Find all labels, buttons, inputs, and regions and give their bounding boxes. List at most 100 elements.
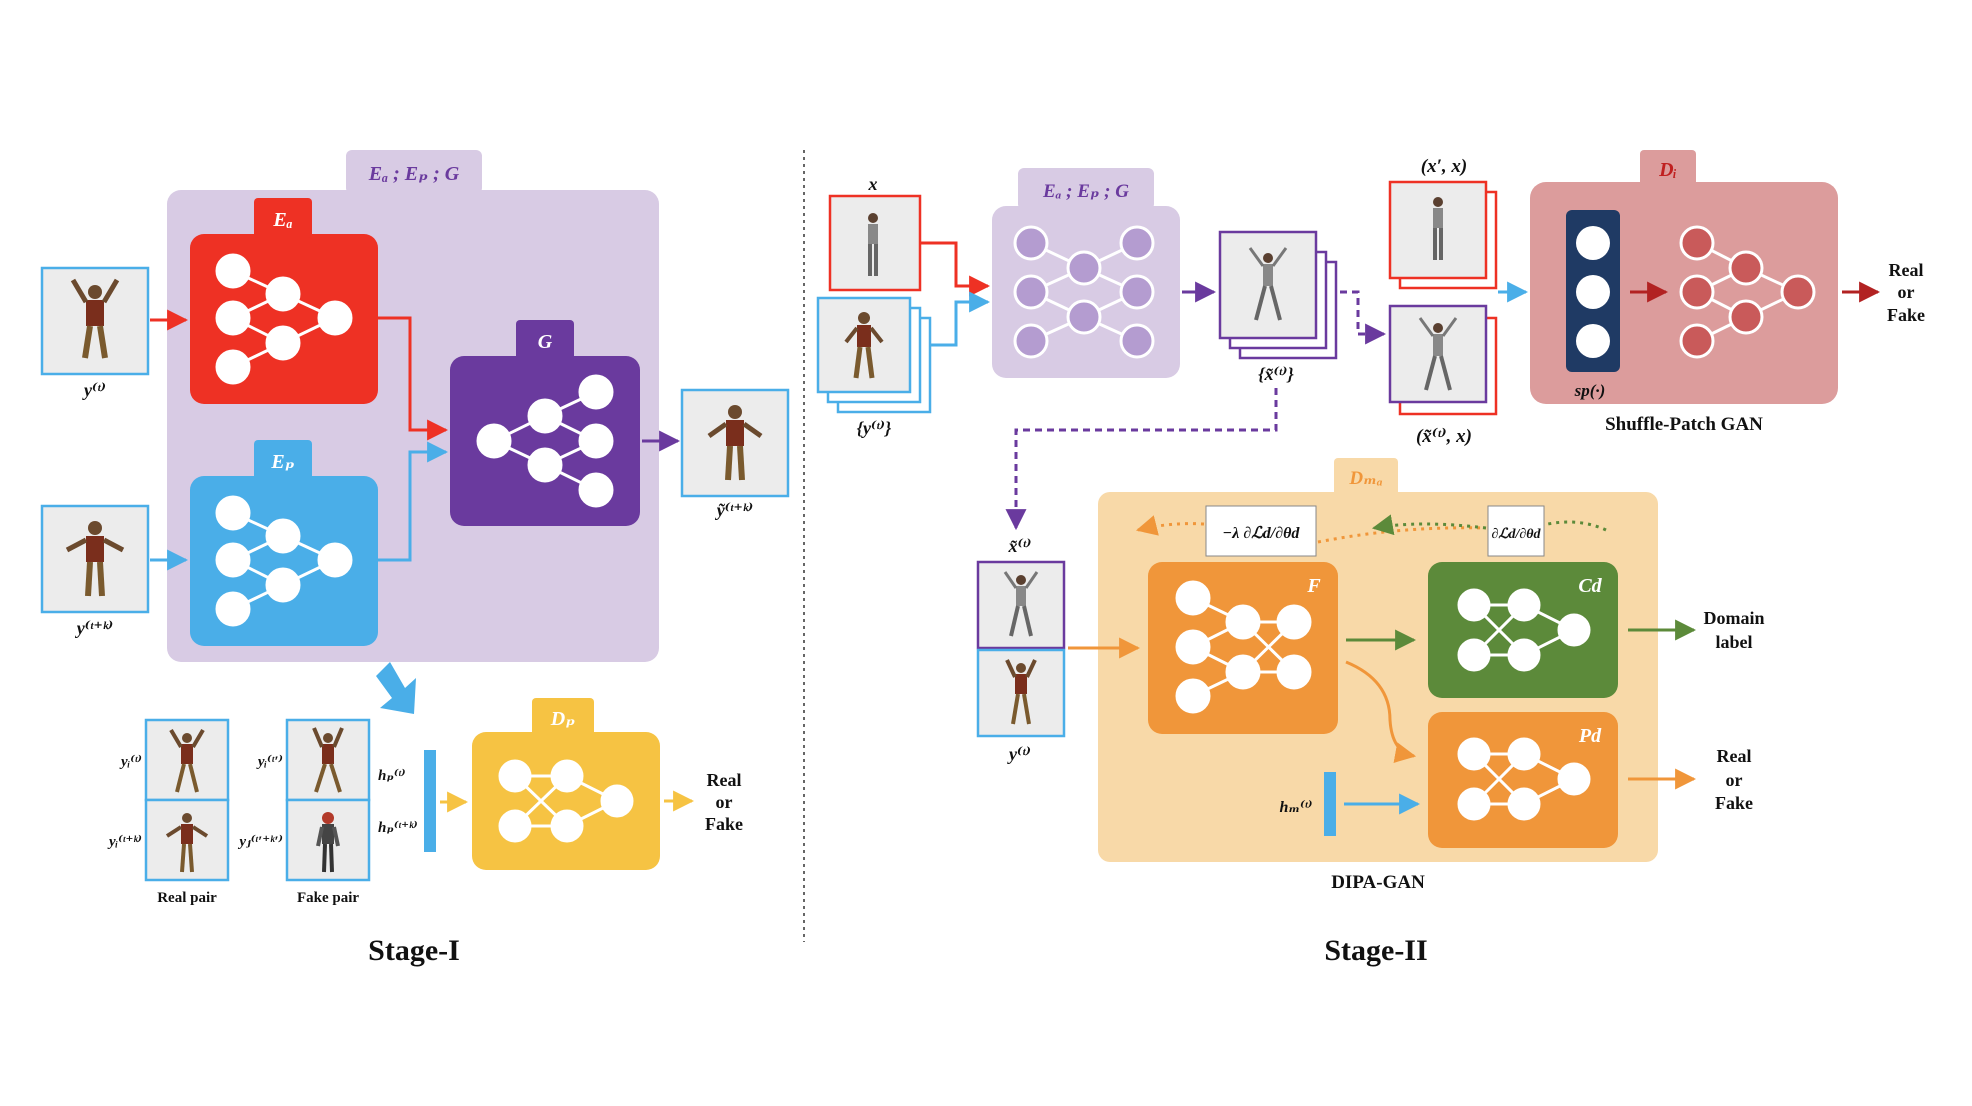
di-out-real: Real — [1889, 260, 1924, 280]
input-bottom-label: y⁽ᵗ⁺ᵏ⁾ — [75, 618, 114, 638]
grad-left-label: −λ ∂ℒd/∂θd — [1223, 525, 1301, 542]
grad-right-box — [1487, 505, 1545, 557]
f-label: F — [1306, 575, 1321, 597]
pd-out-real: Real — [1717, 746, 1752, 766]
arrow-grad-left-dotted — [1135, 515, 1205, 536]
stage1-group: Eₐ ; Eₚ ; G y⁽ᵗ⁾ y⁽ᵗ⁺ᵏ⁾ Eₐ — [40, 150, 790, 967]
ys-label: {y⁽ᵗ⁾} — [857, 418, 892, 438]
person-figure-icon — [868, 213, 878, 276]
di-tab — [1640, 150, 1696, 186]
person-figure-icon — [165, 813, 209, 873]
stage2-eeg-label: Eₐ ; Eₚ ; G — [1042, 181, 1129, 202]
yt-label: y⁽ᵗ⁾ — [1007, 744, 1031, 764]
discriminator-p-network-icon — [498, 759, 634, 843]
hp-feature-bar — [424, 750, 436, 852]
pd-out-fake: Fake — [1715, 793, 1753, 813]
encoder-p-label: Eₚ — [270, 451, 294, 473]
person-figure-icon — [707, 405, 763, 481]
dp-out-or: or — [716, 792, 733, 812]
stage1-eeg-label: Eₐ ; Eₚ ; G — [368, 163, 460, 185]
xs-label: {x̃⁽ᵗ⁾} — [1258, 364, 1294, 384]
real-pair-caption: Real pair — [157, 890, 217, 906]
arrow-f-to-pd — [1345, 660, 1417, 763]
sp-node — [1576, 226, 1610, 260]
person-figure-icon — [1418, 317, 1458, 391]
person-figure-icon — [1433, 197, 1443, 260]
stage2-group: x {y⁽ᵗ⁾} Eₐ ; Eₚ ; G — [816, 150, 1925, 967]
dma-label: Dₘₐ — [1348, 468, 1383, 489]
person-figure-icon — [65, 521, 125, 597]
pair-top-front — [1388, 180, 1488, 280]
fake-pair-bottom-label: yⱼ⁽ᵗ′⁺ᵏ′⁾ — [237, 834, 283, 850]
pd-label: Pd — [1578, 725, 1602, 747]
person-figure-icon — [1005, 659, 1037, 725]
hp-bottom-label: hₚ⁽ᵗ⁺ᵏ⁾ — [378, 820, 418, 836]
discriminator-p-tab — [532, 698, 594, 736]
person-figure-icon — [312, 727, 344, 793]
pair-bottom-label: (x̃⁽ᵗ⁾, x) — [1416, 426, 1472, 447]
di-out-or: or — [1898, 282, 1915, 302]
dipa-caption: DIPA-GAN — [1331, 872, 1425, 893]
real-pair-top-label: yᵢ⁽ᵗ⁾ — [119, 754, 142, 770]
arrow-ys-to-generator — [930, 291, 991, 347]
big-down-arrow-icon — [376, 662, 416, 714]
arrow-ep-to-g — [378, 441, 449, 562]
xt-label: x̃⁽ᵗ⁾ — [1007, 536, 1031, 556]
di-label: Dᵢ — [1658, 159, 1677, 181]
person-figure-icon — [169, 728, 205, 793]
arrow-ea-to-g — [378, 316, 449, 441]
grad-right-label: ∂ℒd/∂θd — [1491, 527, 1541, 542]
person-figure-icon — [70, 278, 120, 359]
arrow-xs-to-dipa-dashed — [1005, 388, 1278, 531]
person-figure-icon — [844, 312, 884, 379]
pd-network-icon — [1457, 737, 1591, 821]
grad-left-box — [1205, 505, 1317, 557]
fake-pair-bottom-frame — [285, 798, 371, 882]
f-network-icon — [1175, 580, 1312, 714]
generator-label: G — [538, 331, 553, 353]
sp-label: sp(·) — [1574, 381, 1606, 400]
cd-network-icon — [1457, 588, 1591, 672]
encoder-p-network-icon — [215, 495, 353, 627]
input-top-label: y⁽ᵗ⁾ — [82, 380, 106, 400]
encoder-a-tab — [254, 198, 312, 238]
dp-out-real: Real — [707, 770, 742, 790]
di-out-fake: Fake — [1887, 305, 1925, 325]
encoder-p-tab — [254, 440, 312, 480]
encoder-a-network-icon — [215, 253, 353, 385]
hp-top-label: hₚ⁽ᵗ⁾ — [378, 768, 406, 784]
pair-top-label: (x′, x) — [1421, 156, 1468, 177]
stage2-eeg-tab — [1018, 168, 1154, 210]
di-network-icon — [1679, 225, 1816, 359]
x-label: x — [868, 174, 878, 194]
shuffle-caption: Shuffle-Patch GAN — [1605, 414, 1763, 435]
real-pair-bottom-label: yᵢ⁽ᵗ⁺ᵏ⁾ — [107, 834, 142, 850]
sp-node — [1576, 324, 1610, 358]
domain-label-1: Domain — [1703, 608, 1764, 628]
fake-pair-top-label: yᵢ⁽ᵗ′⁾ — [256, 754, 283, 770]
generator-network-icon — [476, 374, 614, 508]
output-label: ỹ⁽ᵗ⁺ᵏ⁾ — [715, 500, 754, 520]
stage2-eeg-network-icon — [1013, 225, 1155, 359]
domain-label-2: label — [1715, 632, 1752, 652]
stage2-title: Stage-II — [1324, 934, 1427, 967]
person-figure-icon — [1003, 571, 1039, 637]
person-figure-icon — [316, 812, 340, 873]
hm-label: hₘ⁽ᵗ⁾ — [1279, 799, 1312, 816]
arrow-xs-to-pair-dashed — [1340, 290, 1387, 345]
discriminator-p-label: Dₚ — [550, 708, 575, 730]
pd-out-or: or — [1726, 770, 1743, 790]
person-figure-icon — [1248, 247, 1288, 321]
generator-tab — [516, 320, 574, 360]
dp-out-fake: Fake — [705, 814, 743, 834]
sp-node — [1576, 275, 1610, 309]
stage1-title: Stage-I — [368, 934, 460, 967]
cd-label: Cd — [1578, 575, 1602, 597]
stage1-eeg-tab — [346, 150, 482, 194]
dma-tab — [1334, 458, 1398, 496]
encoder-a-label: Eₐ — [272, 209, 292, 231]
arrow-x-to-generator — [920, 241, 991, 297]
fake-pair-caption: Fake pair — [297, 890, 359, 906]
hm-feature-bar — [1324, 772, 1336, 836]
